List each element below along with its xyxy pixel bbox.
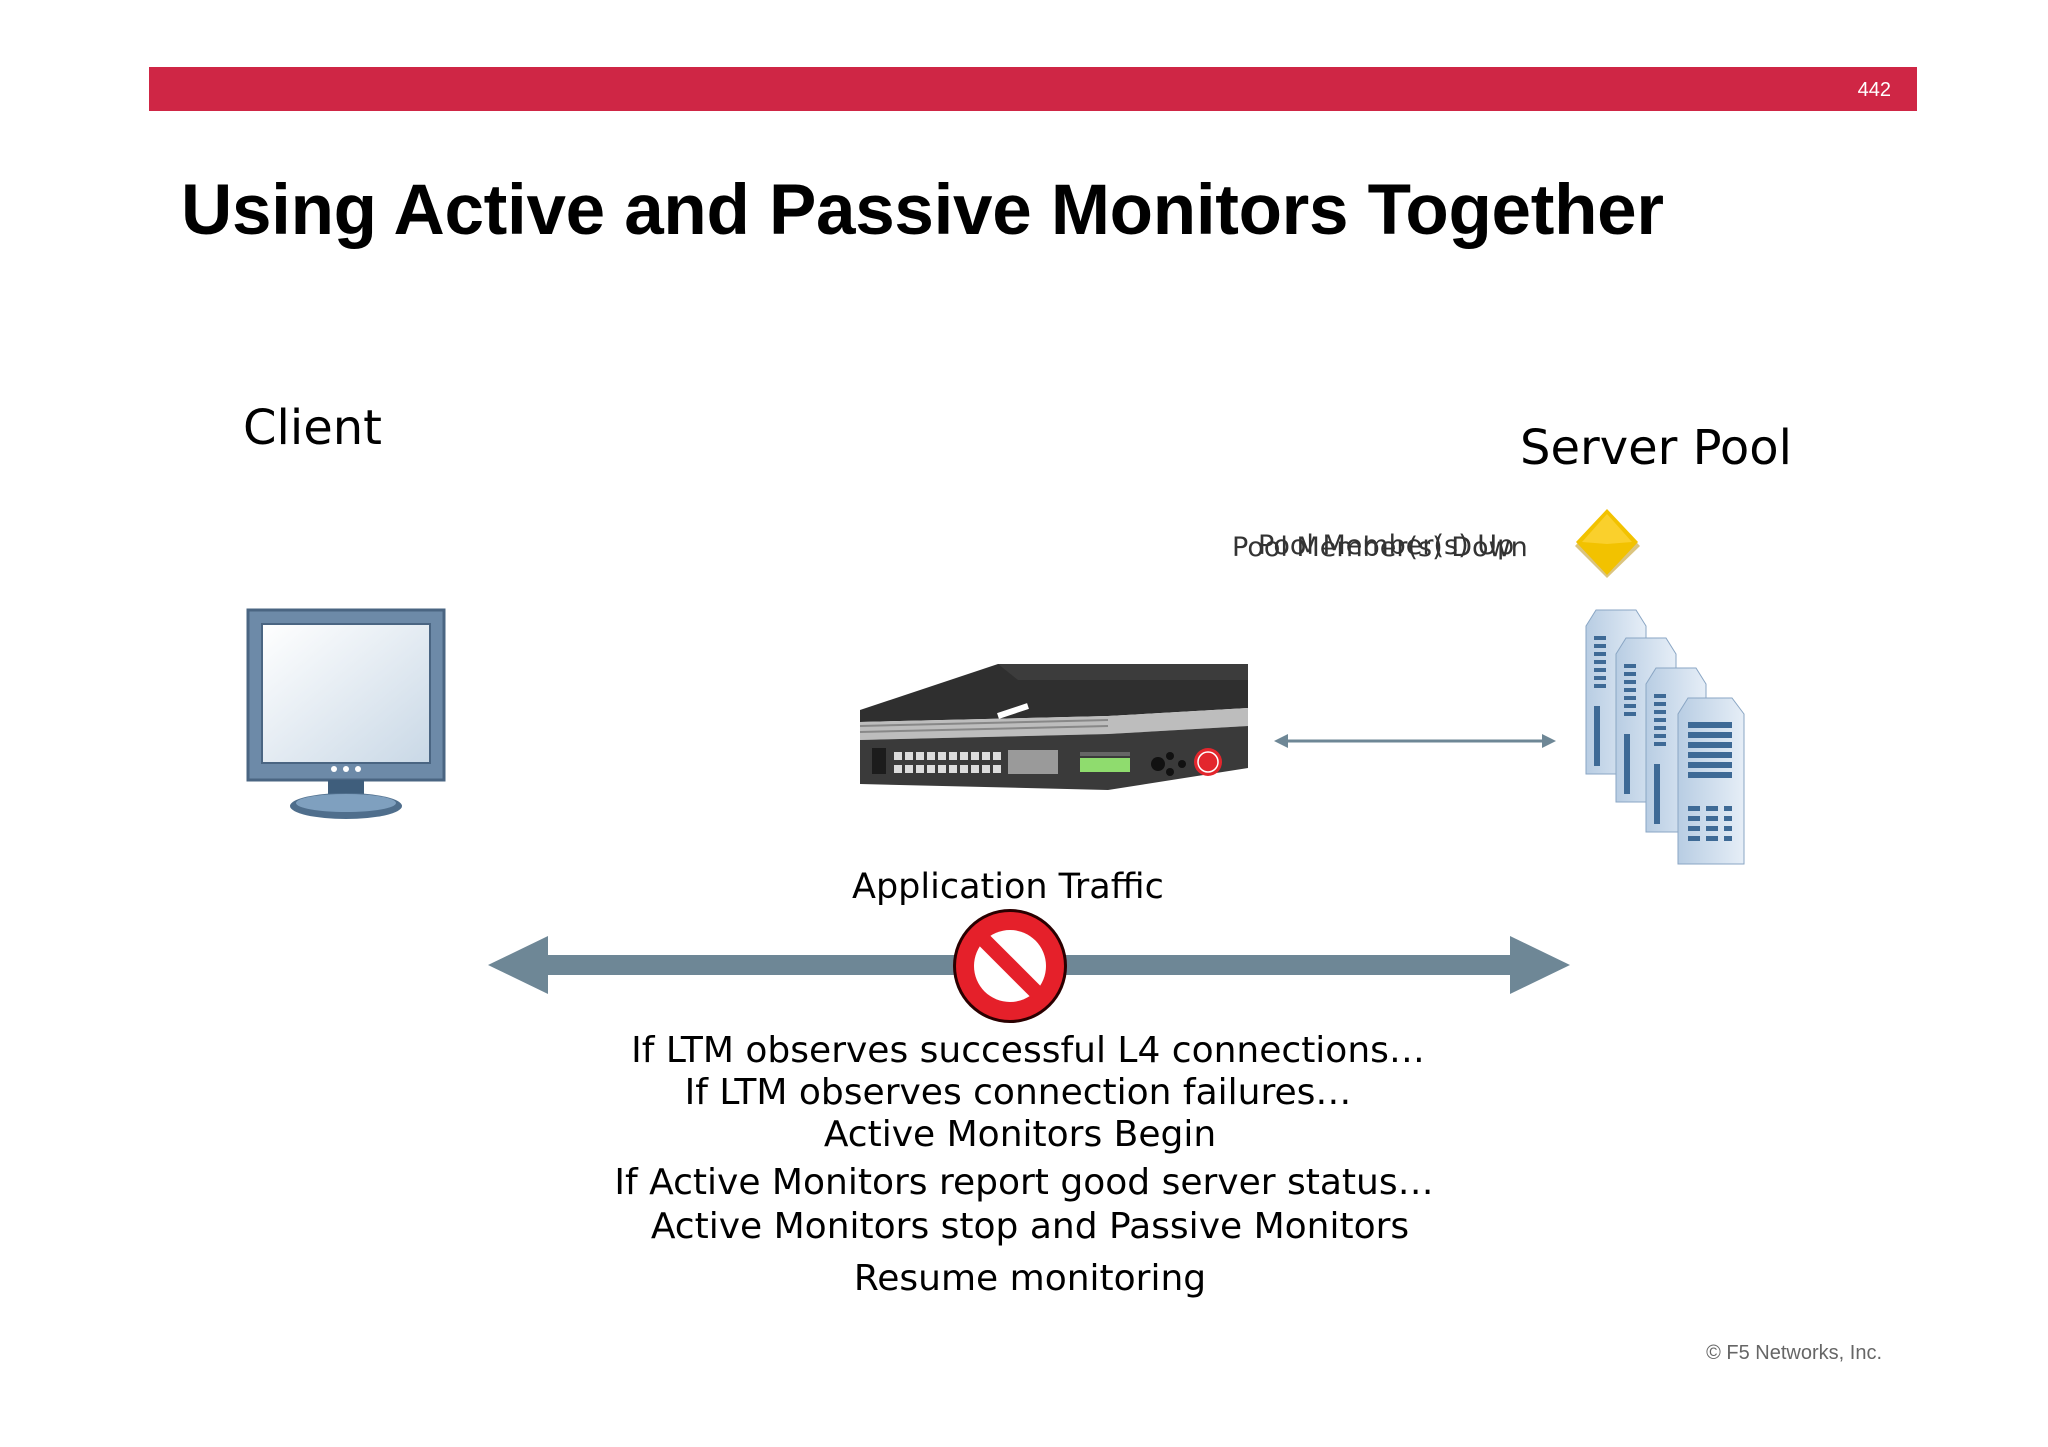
slide-title: Using Active and Passive Monitors Togeth… [181, 171, 1664, 250]
pool-status-up: Pool Member(s) Up [1258, 530, 1515, 561]
caption-line-2: If LTM observes connection failures… [684, 1072, 1352, 1113]
client-label: Client [243, 400, 382, 456]
copyright: © F5 Networks, Inc. [1706, 1342, 1882, 1364]
pool-status-down: Pool Member(s) Down [1232, 532, 1528, 563]
server-stack-icon [1585, 609, 1745, 865]
monitor-icon [246, 608, 446, 819]
f5-ltm-appliance-icon [859, 664, 1248, 790]
page-number: 442 [1857, 79, 1891, 101]
application-traffic-label: Application Traffic [852, 867, 1164, 907]
caption-line-5: Active Monitors stop and Passive Monitor… [650, 1206, 1410, 1247]
caption-line-4: If Active Monitors report good server st… [614, 1162, 1434, 1203]
header-banner: 442 [149, 67, 1917, 111]
caption-line-6: Resume monitoring [853, 1258, 1207, 1299]
server-pool-label: Server Pool [1520, 420, 1792, 476]
pool-link-arrow [1274, 734, 1556, 748]
prohibited-icon [953, 909, 1067, 1023]
caption-line-1: If LTM observes successful L4 connection… [631, 1030, 1425, 1071]
caption-line-3: Active Monitors Begin [823, 1114, 1217, 1155]
yellow-diamond-status-icon [1575, 509, 1640, 578]
